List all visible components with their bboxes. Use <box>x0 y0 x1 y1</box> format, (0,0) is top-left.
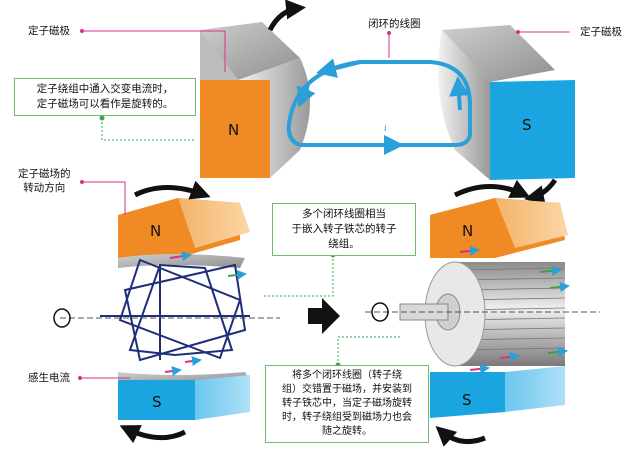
multiple-coils <box>100 258 250 362</box>
label-stator-pole-right: 定子磁极 <box>580 26 622 38</box>
top-magnet-assembly <box>200 0 575 206</box>
rotation-arrow-bottom-left-bottom <box>119 425 187 444</box>
n-pole-block-right <box>430 198 515 258</box>
label-stator-pole-left: 定子磁极 <box>28 25 70 37</box>
note-rotor-winding: 将多个闭环线圈（转子绕 组）交错置于磁场，并安装到 转子铁芯中，当定子磁场旋转 … <box>265 365 429 443</box>
n-pole-block-left <box>118 198 195 258</box>
rotation-arrow-bottom-right-top <box>453 179 531 198</box>
axis-rotation-icon <box>53 308 71 328</box>
label-stator-field-direction: 定子磁场的 转动方向 <box>18 168 71 194</box>
pole-letter-n-left: N <box>150 222 161 240</box>
s-pole-top-face <box>442 25 555 82</box>
top-leaders <box>80 29 570 141</box>
current-label-i: i <box>384 124 387 134</box>
rotation-arrow-bottom-right-bottom <box>435 425 486 447</box>
rotation-arrow-bottom-left-top <box>133 180 211 200</box>
label-induced-current: 感生电流 <box>28 372 70 384</box>
transition-arrow <box>308 298 340 334</box>
pole-letter-n-right: N <box>462 222 473 240</box>
axis-rotation-icon-right <box>371 302 389 322</box>
s-pole-block <box>490 80 575 180</box>
rotation-arrow-top-right <box>524 178 558 206</box>
rotation-arrow-top-left <box>267 0 306 32</box>
pole-letter-n-top: N <box>228 121 239 139</box>
s-pole-block-right <box>430 372 505 418</box>
n-pole-block <box>200 80 270 178</box>
s-pole-block-left <box>118 380 195 420</box>
pole-letter-s-left: S <box>152 393 162 411</box>
pole-letter-s-right: S <box>462 391 472 409</box>
bottom-left-assembly <box>53 180 280 444</box>
label-closed-coil: 闭环的线圈 <box>368 18 421 30</box>
bottom-right-assembly <box>365 179 600 447</box>
pole-letter-s-top: S <box>522 116 532 134</box>
note-stator-rotating: 定子绕组中通入交变电流时， 定子磁场可以看作是旋转的。 <box>14 78 196 116</box>
note-closed-coils: 多个闭环线圈相当 于嵌入转子铁芯的转子 绕组。 <box>272 203 416 256</box>
